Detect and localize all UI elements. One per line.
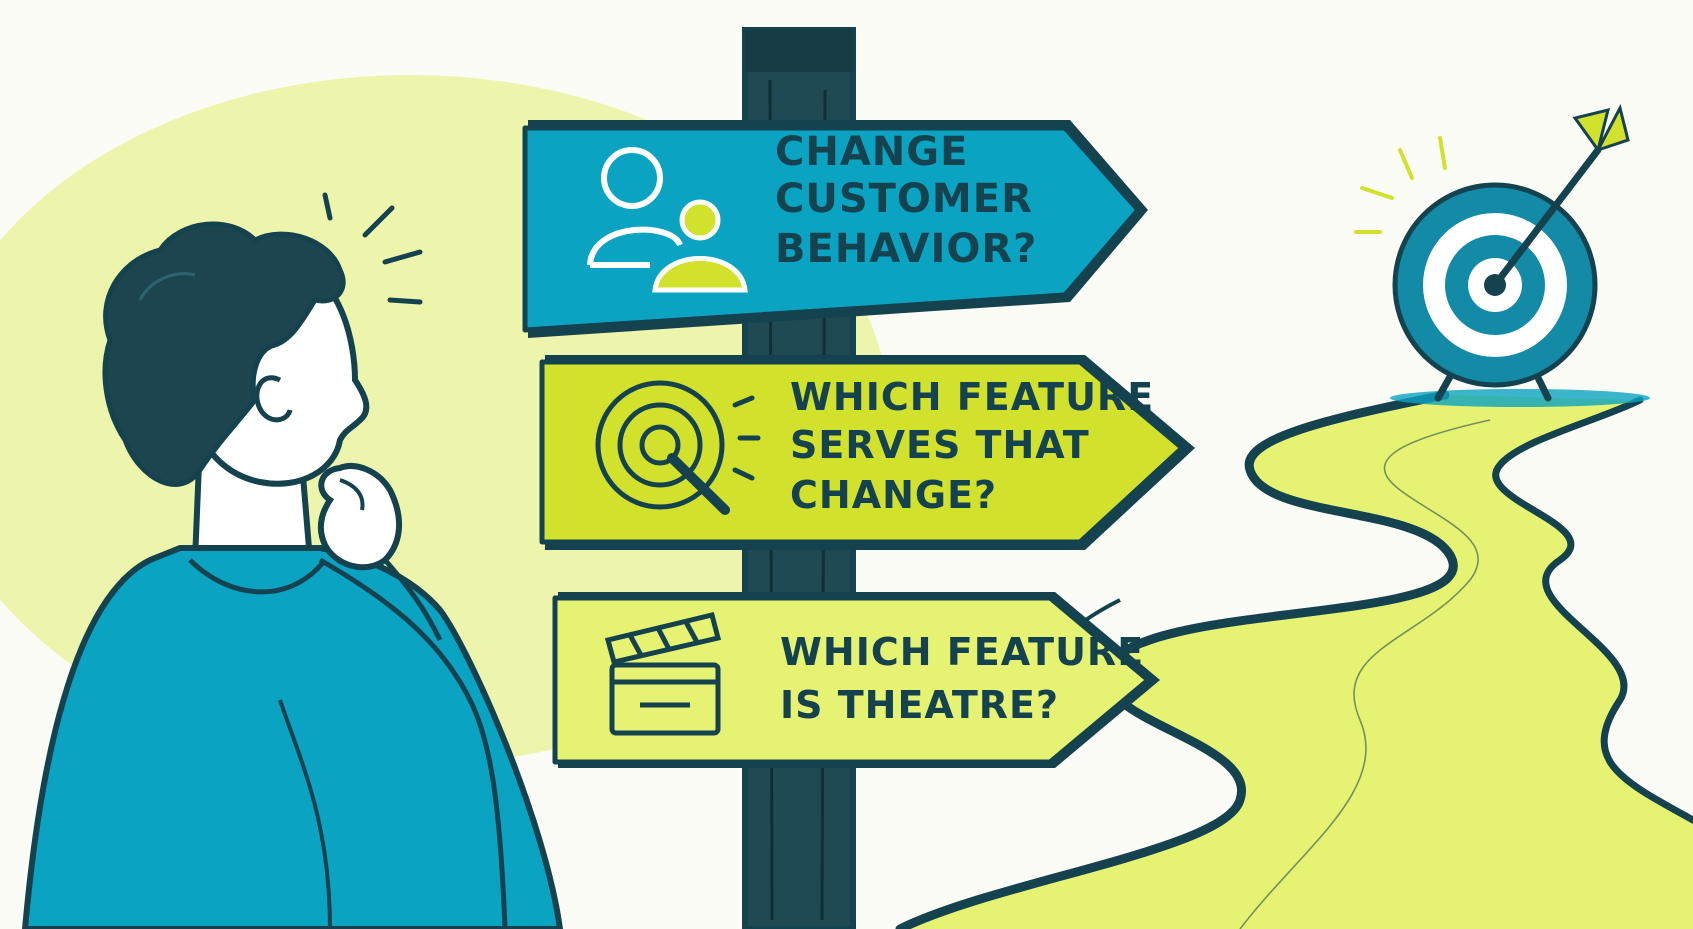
thought-marks [322, 192, 423, 305]
svg-text:WHICH FEATURE IS THEATRE: WHICH FEATURE IS THEATRE? [780, 630, 1158, 727]
svg-text:WHICH FEATURE SERVES THA: WHICH FEATURE SERVES THAT CHANGE? [790, 375, 1168, 517]
sign-change-customer-behavior: CHANGE CUSTOMER BEHAVIOR? [522, 120, 1148, 338]
sign-1-line-1: CHANGE [775, 129, 968, 175]
arrow-icon [1354, 103, 1630, 289]
sign-1-line-2: CUSTOMER [775, 176, 1033, 222]
sign-3-line-1: WHICH FEATURE [780, 630, 1144, 674]
clapperboard-icon [604, 611, 722, 736]
sign-2-line-1: WHICH FEATURE [790, 375, 1154, 419]
sign-which-feature-theatre: WHICH FEATURE IS THEATRE? [552, 592, 1160, 768]
target-icon [1390, 182, 1650, 407]
sign-2-line-2: SERVES THAT [790, 423, 1090, 467]
thinking-person [22, 192, 563, 929]
users-icon [587, 147, 748, 293]
target-magnifier-icon [595, 380, 761, 515]
svg-text:CHANGE CUSTOMER BE: CHANGE CUSTOMER BEHAVIOR? [775, 129, 1048, 272]
sign-2-line-3: CHANGE? [790, 473, 997, 517]
winding-road [895, 390, 1693, 929]
sign-3-line-2: IS THEATRE? [780, 683, 1059, 727]
sign-which-feature-serves: WHICH FEATURE SERVES THAT CHANGE? [539, 355, 1195, 550]
sign-1-line-3: BEHAVIOR? [775, 226, 1037, 272]
